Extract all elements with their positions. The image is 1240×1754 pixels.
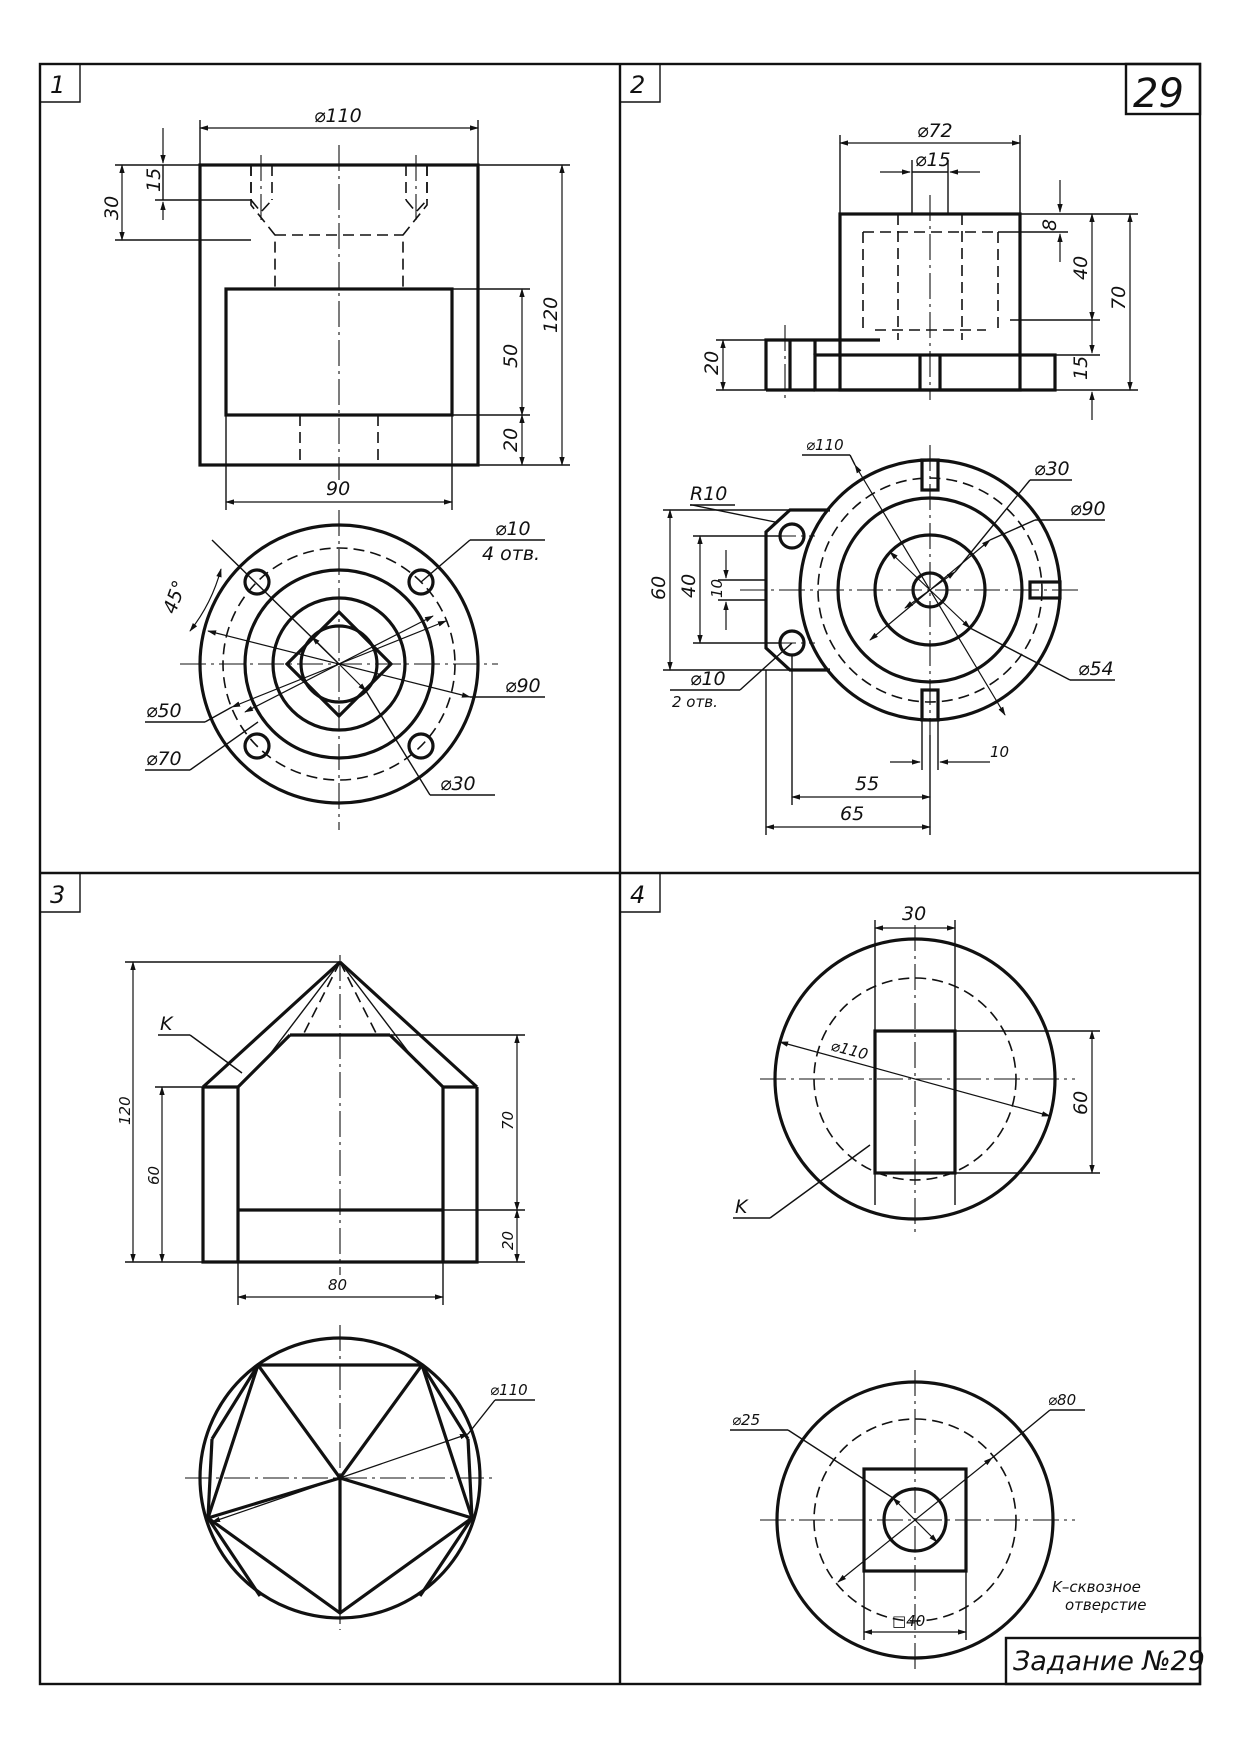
svg-text:⌀50: ⌀50	[146, 700, 182, 722]
panel-3-front-dimensions: 120 60 70 20 80 K	[116, 961, 525, 1305]
panel-3-top-dimensions: ⌀110	[211, 1381, 535, 1523]
svg-text:⌀54: ⌀54	[1078, 658, 1114, 680]
panel-2-top-dimensions: ⌀110 ⌀30 ⌀90 ⌀54 R10 60 40 10 ⌀10 2 отв.	[648, 436, 1115, 835]
svg-text:⌀90: ⌀90	[1070, 498, 1106, 520]
svg-text:20: 20	[701, 351, 723, 375]
svg-text:⌀30: ⌀30	[1034, 458, 1070, 480]
svg-text:120: 120	[540, 297, 562, 333]
svg-text:2: 2	[630, 71, 645, 99]
svg-text:⌀110: ⌀110	[806, 436, 844, 454]
svg-text:90: 90	[326, 478, 350, 500]
svg-text:⌀72: ⌀72	[917, 120, 953, 142]
svg-text:20: 20	[499, 1231, 517, 1250]
svg-text:10: 10	[708, 579, 726, 598]
svg-text:⌀25: ⌀25	[732, 1411, 760, 1429]
svg-text:20: 20	[500, 428, 522, 452]
svg-text:45°: 45°	[159, 578, 191, 617]
panel-number-3: 3	[40, 873, 81, 913]
panel-1-front-dimensions: ⌀110 30 15 120 50 20 90	[101, 105, 570, 510]
svg-text:30: 30	[101, 196, 123, 220]
variant-number-box: 29	[1124, 62, 1202, 117]
svg-text:80: 80	[328, 1276, 347, 1294]
svg-text:⌀30: ⌀30	[440, 773, 476, 795]
panel-2-front-view	[764, 195, 1057, 400]
svg-text:4: 4	[630, 881, 645, 909]
svg-text:1: 1	[50, 71, 65, 99]
svg-text:60: 60	[145, 1166, 163, 1185]
svg-text:⌀110: ⌀110	[490, 1381, 528, 1399]
panel-4-front-dimensions: 30 ⌀110 60 K	[733, 903, 1100, 1219]
panel-2-front-dimensions: ⌀72 ⌀15 8 40 70 15 20	[701, 120, 1138, 420]
panel-3-front-view	[201, 955, 479, 1275]
svg-text:15: 15	[1070, 356, 1092, 380]
svg-text:40: 40	[1070, 256, 1092, 280]
svg-text:⌀15: ⌀15	[915, 149, 951, 171]
sheet-frame	[38, 62, 1202, 1686]
svg-text:30: 30	[902, 903, 926, 925]
svg-text:⌀90: ⌀90	[505, 675, 541, 697]
svg-text:⌀70: ⌀70	[146, 748, 182, 770]
svg-text:40: 40	[678, 574, 700, 598]
svg-text:3: 3	[50, 881, 65, 909]
svg-text:K: K	[735, 1196, 749, 1218]
svg-text:4 отв.: 4 отв.	[482, 543, 540, 565]
svg-text:8: 8	[1039, 219, 1061, 231]
svg-text:⌀110: ⌀110	[829, 1036, 870, 1063]
svg-text:15: 15	[143, 168, 165, 192]
svg-text:⌀80: ⌀80	[1048, 1391, 1076, 1409]
svg-text:отверстие: отверстие	[1065, 1596, 1146, 1614]
svg-text:10: 10	[990, 743, 1009, 761]
panel-1-front-view	[198, 145, 480, 480]
panel-number-2: 2	[620, 64, 661, 103]
panel-number-4: 4	[620, 873, 661, 913]
svg-text:60: 60	[1070, 1091, 1092, 1115]
svg-text:70: 70	[499, 1111, 517, 1130]
svg-text:29: 29	[1133, 71, 1184, 117]
svg-text:50: 50	[500, 344, 522, 368]
svg-text:2 отв.: 2 отв.	[672, 693, 718, 711]
panel-4-top-dimensions: ⌀25 ⌀80 □40 K–сквозное отверстие	[730, 1391, 1146, 1640]
svg-text:⌀10: ⌀10	[690, 668, 726, 690]
panel-2-top-view	[740, 445, 1080, 735]
svg-text:120: 120	[116, 1096, 134, 1125]
svg-text:⌀10: ⌀10	[495, 518, 531, 540]
task-label-box: Задание №29	[1004, 1636, 1205, 1686]
svg-text:K: K	[160, 1013, 174, 1035]
svg-text:⌀110: ⌀110	[314, 105, 362, 127]
svg-text:□40: □40	[892, 1612, 925, 1630]
panel-number-1: 1	[40, 64, 81, 103]
svg-text:60: 60	[648, 576, 670, 600]
svg-text:55: 55	[855, 773, 879, 795]
svg-text:70: 70	[1108, 286, 1130, 310]
svg-text:Задание №29: Задание №29	[1013, 1646, 1205, 1677]
svg-text:K–сквозное: K–сквозное	[1052, 1578, 1141, 1596]
svg-text:65: 65	[840, 803, 864, 825]
svg-text:R10: R10	[690, 483, 727, 505]
panel-1-top-dimensions: 45° ⌀10 4 отв. ⌀50 ⌀70 ⌀90 ⌀30	[145, 518, 545, 796]
